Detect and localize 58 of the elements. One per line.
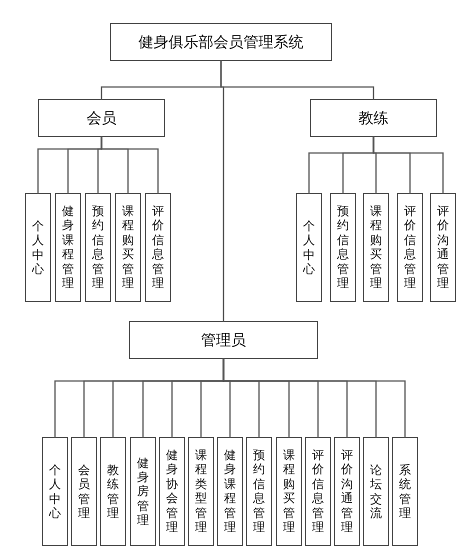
function-box	[85, 193, 111, 302]
box-label: 论坛交流	[370, 462, 382, 520]
box-label: 预约信息管理	[92, 204, 104, 290]
box-label: 教练管理	[107, 462, 119, 520]
function-box	[363, 193, 389, 302]
box-label: 健身协会管理	[166, 448, 178, 534]
box-label: 预约信息管理	[253, 448, 265, 534]
connector-line	[222, 359, 406, 437]
connector-line	[100, 137, 159, 193]
box-label: 健身俱乐部会员管理系统	[138, 32, 304, 52]
function-box	[55, 193, 81, 302]
function-box	[25, 193, 51, 302]
module-box	[310, 99, 437, 137]
box-label: 课程购买管理	[370, 204, 382, 290]
box-label: 评价信息管理	[404, 204, 416, 290]
function-box	[71, 437, 97, 546]
box-label: 评价信息管理	[152, 204, 164, 290]
connector-line	[372, 137, 444, 193]
function-box	[145, 193, 171, 302]
function-box	[296, 193, 322, 302]
box-label: 课程类型管理	[195, 448, 207, 534]
function-box	[246, 437, 272, 546]
box-label: 教练	[358, 108, 388, 128]
function-box	[392, 437, 418, 546]
box-label: 评价沟通管理	[341, 448, 353, 534]
box-label: 健身课程管理	[62, 204, 74, 290]
box-label: 系统管理	[399, 462, 411, 520]
module-box	[38, 99, 165, 137]
box-label: 健身房管理	[137, 456, 149, 528]
box-label: 健身课程管理	[224, 448, 236, 534]
box-label: 会员管理	[78, 462, 90, 520]
box-label: 评价沟通管理	[437, 204, 449, 290]
function-box	[115, 193, 141, 302]
box-label: 会员	[86, 108, 116, 128]
function-box	[430, 193, 456, 302]
function-box	[276, 437, 302, 546]
function-box	[363, 437, 389, 546]
box-label: 预约信息管理	[337, 204, 349, 290]
function-box	[397, 193, 423, 302]
module-box	[129, 321, 318, 359]
box-label: 课程购买管理	[283, 448, 295, 534]
function-box	[130, 437, 156, 546]
function-box	[159, 437, 185, 546]
function-box	[217, 437, 243, 546]
function-box	[188, 437, 214, 546]
box-label: 个人中心	[32, 218, 44, 276]
box-label: 管理员	[201, 330, 246, 350]
function-box	[42, 437, 68, 546]
function-box	[330, 193, 356, 302]
function-box	[305, 437, 331, 546]
function-box	[100, 437, 126, 546]
connector-line	[220, 61, 224, 321]
box-label: 课程购买管理	[122, 204, 134, 290]
box-label: 个人中心	[303, 218, 315, 276]
box-label: 个人中心	[49, 462, 61, 520]
box-label: 评价信息管理	[312, 448, 324, 534]
function-box	[334, 437, 360, 546]
module-box	[110, 23, 332, 61]
